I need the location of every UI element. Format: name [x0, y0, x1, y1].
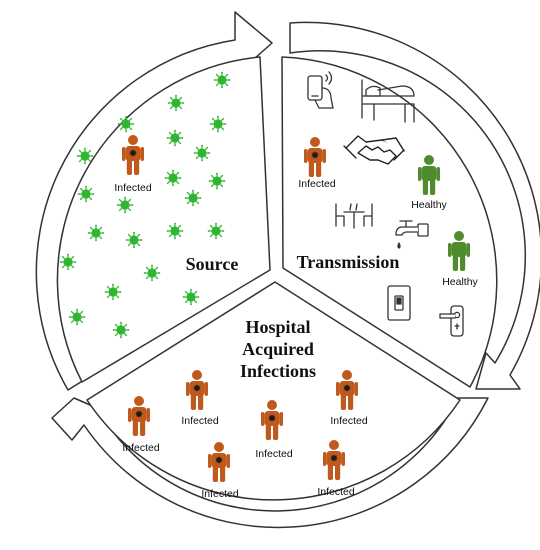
sector-source	[56, 56, 271, 383]
virus-icon	[209, 115, 227, 133]
virus-icon	[164, 169, 182, 187]
virus-icon	[125, 231, 143, 249]
arrow-hai-to-source	[51, 397, 489, 529]
virus-icon	[207, 222, 225, 240]
hai-infected-label: Infected	[122, 442, 160, 454]
virus-icon	[76, 147, 94, 165]
virus-icon	[166, 222, 184, 240]
handshake-icon	[343, 135, 405, 165]
door-handle-icon	[439, 305, 464, 337]
sector-hai	[86, 281, 461, 501]
virus-icon	[182, 288, 200, 306]
arrow-transmission-to-hai	[289, 21, 540, 390]
transmission-label: Transmission	[297, 252, 400, 272]
hospital-bed-icon	[361, 79, 415, 123]
virus-icon	[87, 224, 105, 242]
phone-hand-icon	[307, 71, 334, 109]
water-tap-icon	[395, 220, 429, 249]
virus-icon	[117, 115, 135, 133]
sector-transmission	[281, 56, 498, 388]
hai-infected-label: Infected	[201, 488, 239, 500]
table-chairs-icon	[335, 203, 373, 229]
virus-icon	[77, 185, 95, 203]
sectors	[56, 56, 498, 501]
cycle-arrows	[35, 11, 540, 529]
hai-infected-label: Infected	[317, 486, 355, 498]
hai-label-line-2: Acquired	[242, 339, 314, 359]
virus-icon	[116, 196, 134, 214]
hai-infected-label: Infected	[255, 448, 293, 460]
light-switch-icon	[387, 285, 411, 321]
transmission-infected-label: Infected	[298, 178, 336, 190]
healthy-label-2: Healthy	[442, 276, 478, 288]
source-label: Source	[186, 254, 239, 274]
virus-icon	[104, 283, 122, 301]
hai-label-line-3: Infections	[240, 361, 316, 381]
hai-label-line-1: Hospital	[245, 317, 310, 337]
virus-icon	[213, 71, 231, 89]
hai-infected-label: Infected	[330, 415, 368, 427]
virus-icon	[184, 189, 202, 207]
virus-icon	[143, 264, 161, 282]
virus-icon	[59, 253, 77, 271]
virus-icon	[167, 94, 185, 112]
healthy-label-1: Healthy	[411, 199, 447, 211]
source-infected-label: Infected	[114, 182, 152, 194]
virus-icon	[112, 321, 130, 339]
virus-icon	[68, 308, 86, 326]
virus-icon	[166, 129, 184, 147]
virus-icon	[208, 172, 226, 190]
virus-icon	[193, 144, 211, 162]
hai-infected-label: Infected	[181, 415, 219, 427]
